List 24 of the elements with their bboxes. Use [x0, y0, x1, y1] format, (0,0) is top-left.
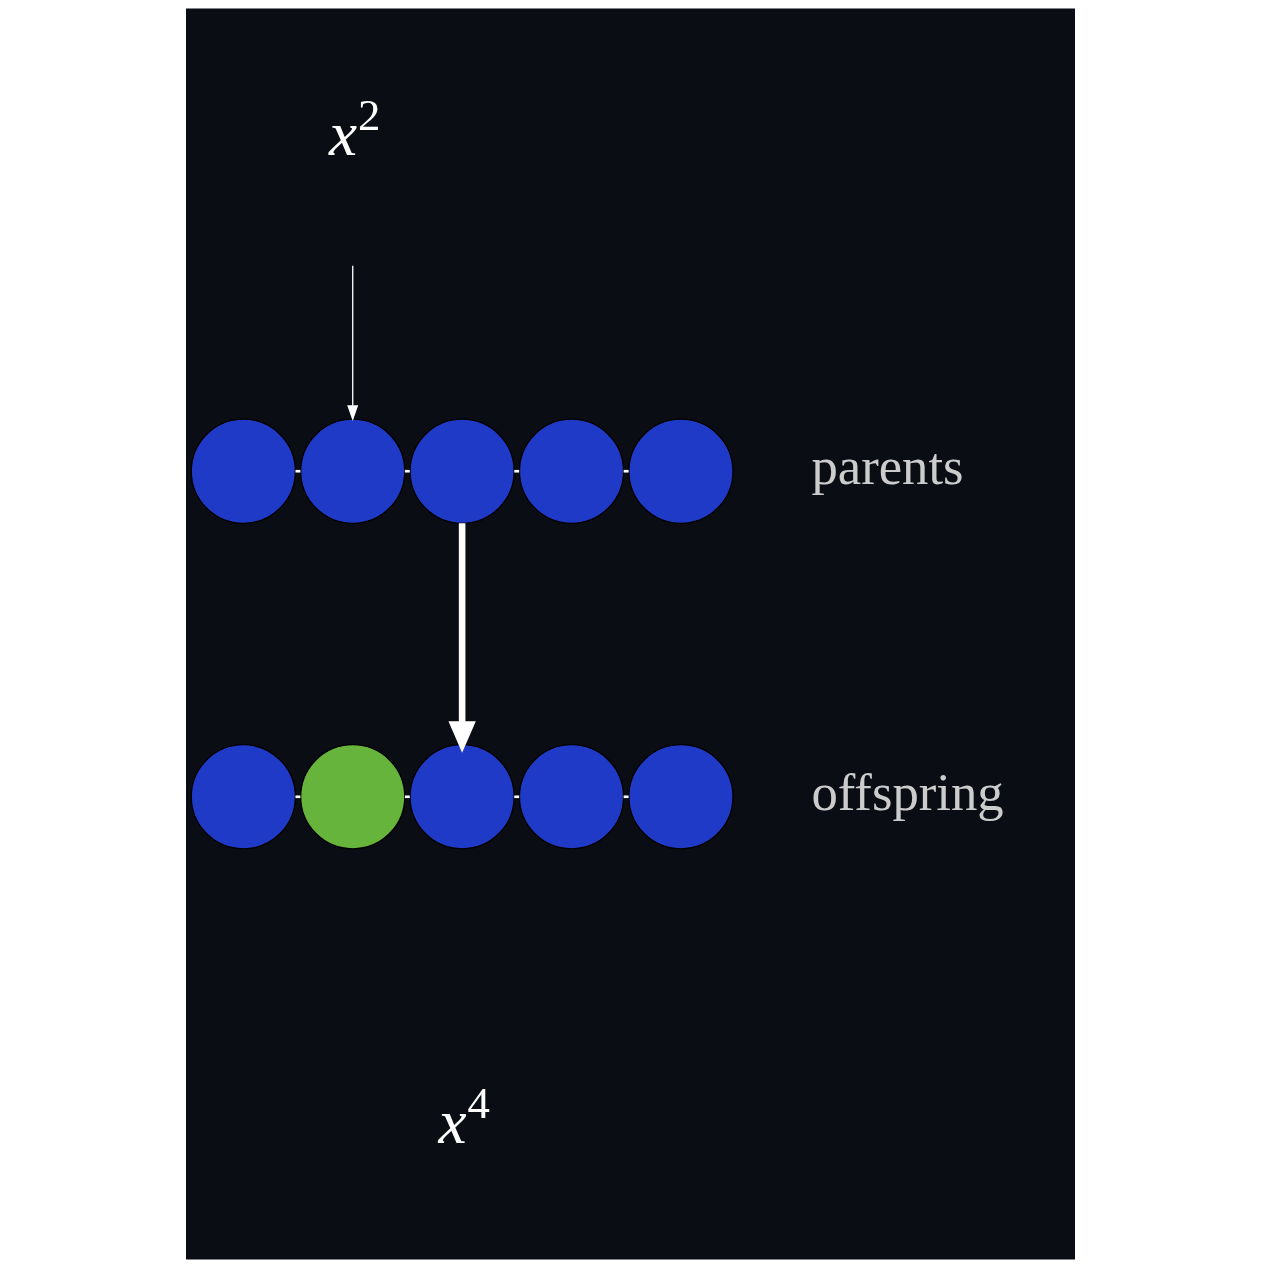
- node-circle: [190, 744, 297, 850]
- node-circle: [518, 418, 625, 524]
- connector: [514, 469, 520, 473]
- node-circle: [190, 418, 297, 524]
- node-circle: [300, 418, 406, 524]
- arrow: [347, 265, 359, 422]
- label: x$^{4}$: [438, 1078, 490, 1158]
- connector: [623, 469, 629, 473]
- connector: [623, 795, 629, 799]
- connector: [404, 795, 410, 799]
- node-circle: [409, 418, 515, 524]
- node-circle: [518, 744, 625, 850]
- connector: [295, 795, 301, 799]
- node-circle: [628, 418, 734, 524]
- connector: [404, 469, 410, 473]
- arrow: [448, 523, 476, 753]
- connector: [514, 795, 520, 799]
- node-circle: [300, 744, 406, 850]
- connector: [295, 469, 301, 473]
- label: parents: [811, 437, 964, 496]
- node-circle: [409, 744, 515, 850]
- label: offspring: [811, 762, 1004, 821]
- node-circle: [628, 744, 734, 850]
- node-text: x$^{2}$: [329, 89, 381, 169]
